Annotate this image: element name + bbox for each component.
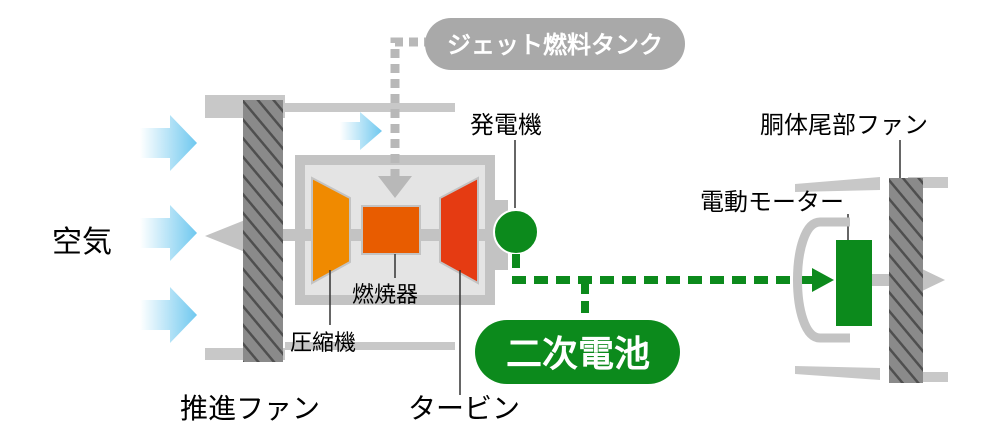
casing-top-lip [205,95,455,118]
power-line-main [512,254,815,284]
propulsion-fan-label: 推進ファン [180,392,320,425]
power-line-arrowhead [812,268,834,292]
fuel-system: ジェット燃料タンク [378,18,685,198]
turbine [439,176,479,285]
motor-nacelle [793,217,850,343]
casing-left-nose [205,220,245,252]
compressor-label: 圧縮機 [290,331,356,356]
motor-block-icon [836,240,872,326]
fuel-tank-label: ジェット燃料タンク [447,31,663,59]
hatched-fan-blade-icon [243,100,283,362]
tail-casing-top [795,177,880,192]
air-arrows [140,112,382,343]
fuel-feed-line [390,37,433,178]
tail-fan-assembly [793,177,948,383]
battery-label: 二次電池 [506,334,650,375]
air-label: 空気 [52,225,112,260]
tail-fan-label: 胴体尾部ファン [760,111,928,139]
tail-cone [920,268,945,292]
battery-box [475,320,680,384]
generator-circle-icon [493,209,539,255]
electric-power-line [512,254,834,322]
fuel-feed-arrowhead [378,176,412,198]
tail-casing-bottom [795,366,880,380]
air-arrow-icon [140,287,197,343]
combustor [361,205,421,255]
motor-label: 電動モーター [700,188,844,216]
tail-fan-blade [889,178,923,383]
turbine-label: タービン [408,392,520,425]
generator-label: 発電機 [470,111,542,139]
combustor-label: 燃焼器 [352,283,418,308]
air-arrow-icon [140,115,197,171]
air-arrow-icon [340,112,382,150]
compressor [311,176,351,285]
fuel-tank [425,18,685,70]
air-arrow-icon [140,205,197,261]
